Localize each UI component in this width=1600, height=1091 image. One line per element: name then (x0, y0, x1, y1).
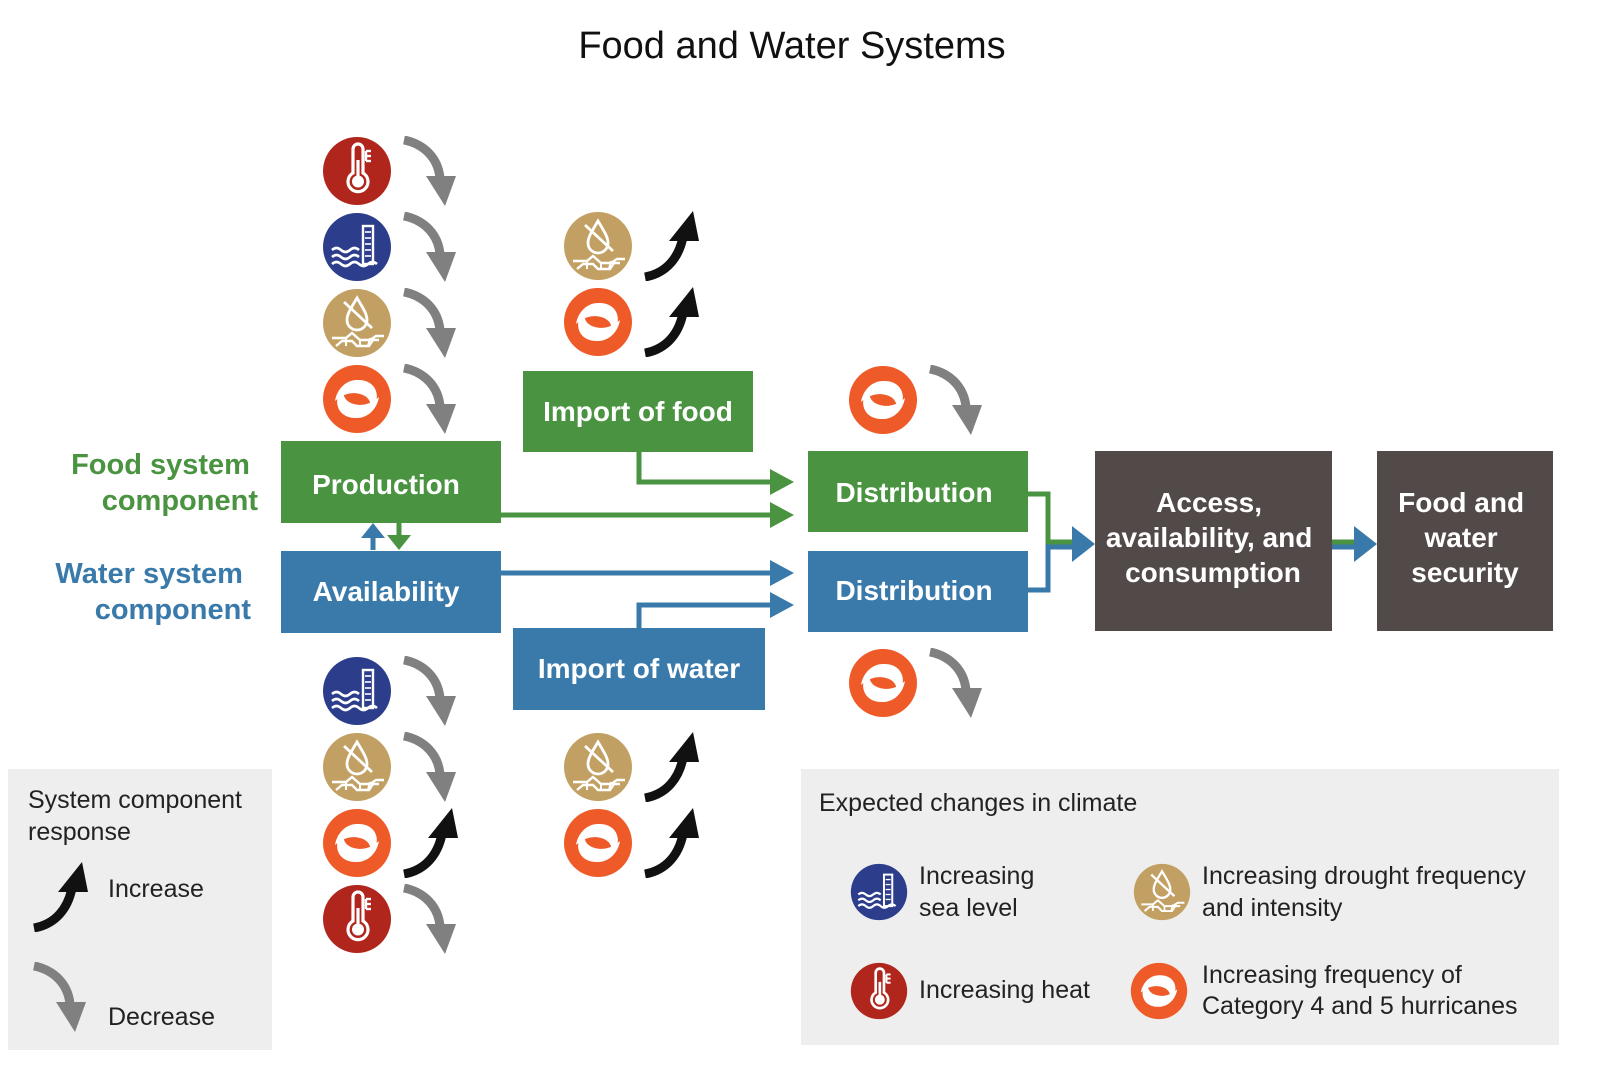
increase-arrow-icon (404, 808, 458, 874)
food-component-label-line2: component (102, 485, 259, 517)
box-security-line1: Food and (1398, 487, 1524, 518)
decrease-arrow-icon (404, 216, 456, 282)
connector-arrowhead-down (387, 535, 411, 550)
legend-drought-label: Increasing drought frequency and intensi… (1202, 862, 1533, 922)
flow-connectors (361, 452, 1377, 628)
box-production-label: Production (312, 469, 460, 500)
box-production: Production (281, 441, 501, 523)
legend-drought-line2: and intensity (1202, 894, 1343, 922)
box-access-line2: availability, and (1106, 522, 1312, 553)
food-component-label-line1: Food system (71, 449, 250, 481)
decrease-label: Decrease (108, 1003, 215, 1031)
box-access: Access, availability, and consumption (1095, 451, 1332, 631)
legend-hurricane-line2: Category 4 and 5 hurricanes (1202, 992, 1517, 1020)
box-availability: Availability (281, 551, 501, 633)
response-legend-title: System component response (28, 786, 249, 846)
impacts-distribution-food (849, 366, 982, 435)
connector-import-water-to-distribution (636, 602, 772, 628)
connector-arrowhead (770, 469, 794, 495)
legend-sea-level-line1: Increasing (919, 862, 1034, 890)
hurricane-icon (849, 649, 917, 717)
drought-icon (563, 732, 633, 802)
impacts-import-water (563, 732, 699, 877)
decrease-arrow-icon (404, 140, 456, 206)
hurricane-icon (323, 809, 391, 877)
box-distribution-food: Distribution (808, 451, 1028, 532)
response-legend: System component response Increase Decre… (8, 769, 272, 1050)
box-import-water: Import of water (513, 628, 765, 710)
hurricane-icon (323, 365, 391, 433)
box-security-line3: security (1411, 557, 1519, 588)
decrease-arrow-icon (930, 369, 982, 435)
box-access-line3: consumption (1125, 557, 1301, 588)
legend-hurricane-line1: Increasing frequency of (1202, 961, 1462, 989)
increase-arrow-icon (645, 211, 699, 277)
impacts-distribution-water (849, 649, 982, 718)
connector-arrowhead (770, 592, 794, 618)
impacts-availability (322, 656, 458, 954)
legend-drought-line1: Increasing drought frequency (1202, 862, 1526, 890)
impacts-production (322, 136, 456, 434)
box-distribution-water-label: Distribution (835, 575, 992, 606)
heat-icon (322, 884, 392, 954)
decrease-arrow-icon (404, 736, 456, 802)
increase-arrow-icon (645, 287, 699, 353)
legend-hurricane-label: Increasing frequency of Category 4 and 5… (1202, 961, 1517, 1020)
increase-arrow-icon (645, 808, 699, 874)
drought-icon (1133, 863, 1191, 921)
box-distribution-food-label: Distribution (835, 477, 992, 508)
legend-heat-label: Increasing heat (919, 976, 1090, 1004)
box-distribution-water: Distribution (808, 551, 1028, 632)
decrease-arrow-icon (930, 652, 982, 718)
decrease-arrow-icon (404, 660, 456, 726)
response-legend-title-line2: response (28, 818, 131, 846)
climate-legend: Expected changes in climate Increasing s… (801, 769, 1559, 1045)
connector-arrowhead (1354, 526, 1377, 562)
impacts-import-food (563, 211, 699, 356)
box-access-label: Access, availability, and consumption (1106, 487, 1320, 588)
drought-icon (322, 288, 392, 358)
heat-icon (322, 136, 392, 206)
hurricane-icon (564, 288, 632, 356)
box-import-water-label: Import of water (538, 653, 740, 684)
legend-sea-level-label: Increasing sea level (919, 862, 1041, 922)
box-access-line1: Access, (1156, 487, 1262, 518)
hurricane-icon (1130, 962, 1188, 1020)
legend-sea-level-line2: sea level (919, 894, 1018, 922)
connector-arrowhead (1072, 526, 1095, 562)
box-import-food-label: Import of food (543, 396, 733, 427)
diagram-title: Food and Water Systems (578, 25, 1005, 67)
sea-level-icon (322, 656, 392, 726)
box-security-line2: water (1424, 522, 1498, 553)
connector-arrowhead (770, 502, 794, 528)
hurricane-icon (564, 809, 632, 877)
sea-level-icon (850, 863, 908, 921)
decrease-arrow-icon (404, 292, 456, 358)
response-legend-title-line1: System component (28, 786, 242, 814)
connector-distribution-water-bracket (1028, 544, 1051, 593)
hurricane-icon (849, 366, 917, 434)
water-component-label-line1: Water system (55, 558, 243, 590)
water-component-label-line2: component (95, 594, 252, 626)
connector-arrowhead (770, 560, 794, 586)
box-import-food: Import of food (523, 371, 753, 452)
connector-import-food-to-distribution (636, 452, 772, 485)
box-security-label: Food and water security (1398, 487, 1532, 588)
heat-icon (850, 962, 908, 1020)
water-component-label: Water system component (55, 558, 251, 626)
connector-arrowhead-up (361, 523, 385, 538)
box-availability-label: Availability (313, 576, 460, 607)
decrease-arrow-icon (404, 888, 456, 954)
climate-legend-title: Expected changes in climate (819, 789, 1137, 817)
decrease-arrow-icon (404, 368, 456, 434)
drought-icon (563, 211, 633, 281)
sea-level-icon (322, 212, 392, 282)
box-security: Food and water security (1377, 451, 1553, 631)
food-component-label: Food system component (71, 449, 258, 517)
connector-distribution-food-bracket (1028, 491, 1051, 544)
drought-icon (322, 732, 392, 802)
increase-arrow-icon (645, 732, 699, 798)
increase-label: Increase (108, 875, 204, 903)
